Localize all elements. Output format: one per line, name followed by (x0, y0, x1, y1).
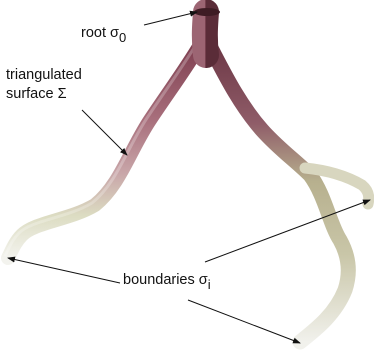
boundaries-label-subscript: i (208, 277, 211, 292)
root-label: root σ0 (81, 24, 126, 42)
boundaries-label: boundaries σi (123, 271, 211, 289)
root-label-subscript: 0 (119, 30, 126, 45)
vessel-right-branch (212, 50, 348, 342)
boundaries-label-text: boundaries σ (123, 272, 208, 288)
surface-label: triangulated surface Σ (6, 66, 82, 104)
root-opening (194, 8, 220, 16)
arrow-boundary-bottom (188, 300, 300, 343)
surface-label-line1: triangulated (6, 66, 82, 85)
vessel-trunk (205, 12, 206, 55)
arrow-boundary-left (8, 258, 120, 283)
surface-label-line2: surface Σ (6, 85, 82, 104)
arrow-root (144, 12, 197, 25)
arrow-surface (82, 110, 127, 155)
root-label-text: root σ (81, 25, 119, 41)
